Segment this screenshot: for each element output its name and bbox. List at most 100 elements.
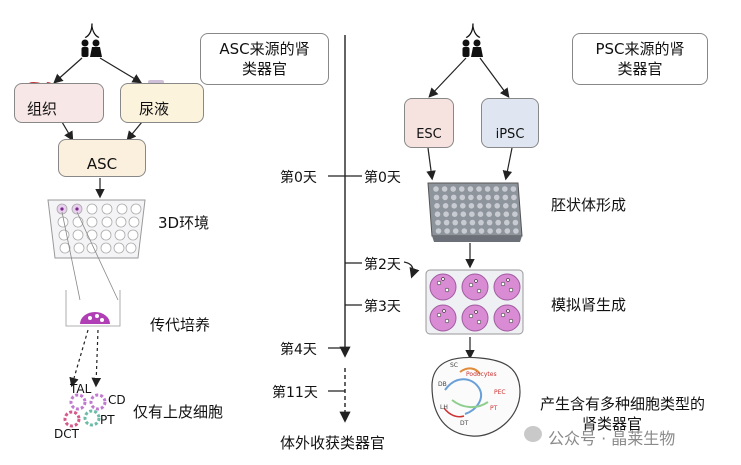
plate-well — [434, 211, 441, 217]
result-line1: 产生含有多种细胞类型的 — [540, 395, 706, 413]
plate-well — [486, 219, 493, 226]
psc-organoid-title: PSC来源的肾 类器官 — [595, 40, 685, 78]
plate-well — [435, 228, 442, 234]
epithelial-only-label: 仅有上皮细胞 — [133, 403, 224, 421]
urine-label: 尿液 — [139, 100, 170, 118]
plate-well — [502, 194, 509, 201]
timeline-right-day0: 第0天 — [364, 170, 401, 186]
organoid-label-podocytes: Podocytes — [466, 371, 497, 378]
plate-well — [467, 186, 474, 192]
organoid-label-sc: SC — [450, 362, 458, 369]
plate-well — [469, 211, 475, 217]
plate-well — [493, 186, 500, 192]
plate-well — [460, 211, 467, 217]
asc-box: ASC — [58, 139, 146, 177]
plate-well — [433, 186, 439, 192]
plate-well — [468, 194, 474, 201]
plate-well — [450, 194, 457, 201]
people-icon-left — [81, 39, 102, 57]
esc-box: ESC — [404, 98, 454, 148]
plate-well — [441, 186, 448, 192]
plate-well — [512, 219, 519, 226]
tissue-label: 组织 — [27, 100, 58, 118]
watermark: 公众号 · 晶莱生物 — [548, 429, 676, 448]
plate-well — [510, 186, 517, 192]
plate-well — [461, 228, 468, 234]
people-icon-right — [462, 39, 483, 57]
plate-well — [451, 211, 458, 217]
plate-well — [478, 228, 485, 234]
plate-well — [495, 228, 502, 234]
timeline-right-day2: 第2天 — [364, 257, 401, 273]
plate-well — [450, 186, 457, 192]
cell-label-dct: DCT — [54, 427, 79, 441]
plate-well — [443, 219, 450, 226]
plate-well — [494, 203, 501, 209]
timeline-left-day4: 第4天 — [280, 342, 317, 358]
well-plate-3d — [47, 199, 146, 259]
nephrogenesis-label: 模拟肾生成 — [551, 296, 627, 314]
plate-well — [468, 203, 475, 209]
plate-well — [502, 186, 508, 192]
plate-well — [477, 211, 484, 217]
plate-well — [503, 211, 510, 217]
plate-well — [434, 203, 440, 209]
asc-organoid-title-box: ASC来源的肾 类器官 — [200, 33, 329, 85]
harvest-label: 体外收获类器官 — [280, 434, 386, 452]
wechat-icon — [524, 426, 542, 442]
passage-label: 传代培养 — [150, 316, 211, 334]
plate-well — [444, 228, 450, 234]
plate-well — [512, 211, 518, 217]
plate-well — [478, 219, 484, 226]
cell-label-pt: PT — [100, 413, 115, 427]
plate-well — [511, 203, 518, 209]
plate-well — [470, 228, 476, 234]
plate-well — [435, 219, 441, 226]
timeline-left-day0: 第0天 — [280, 170, 317, 186]
kidney-organoid-sketch — [431, 356, 521, 437]
plate-well — [511, 194, 517, 201]
timeline-left-day11: 第11天 — [272, 385, 318, 401]
psc-organoid-title-box: PSC来源的肾 类器官 — [572, 33, 708, 85]
plate-well — [495, 219, 502, 226]
plate-well — [451, 203, 458, 209]
right-source-label: 人 — [465, 22, 482, 41]
plate-well — [476, 186, 482, 192]
plate-well — [477, 203, 483, 209]
plate-well — [485, 194, 491, 201]
plate-well — [459, 186, 465, 192]
tissue-box: 组织 — [14, 83, 104, 123]
result-line2: 肾类器官 — [582, 415, 643, 433]
plate-well — [452, 228, 459, 234]
plate-well — [484, 186, 491, 192]
plate-well — [504, 219, 510, 226]
plate-well — [494, 211, 501, 217]
multiwell-plate — [427, 182, 523, 242]
organoid-dome — [80, 312, 110, 324]
plate-well — [487, 228, 493, 234]
plate-well — [504, 228, 511, 234]
plate-well — [442, 203, 449, 209]
ipsc-box: iPSC — [481, 98, 539, 148]
left-source-label: 人 — [84, 22, 101, 41]
asc-organoid-title: ASC来源的肾 类器官 — [219, 40, 310, 78]
plate-well — [493, 194, 500, 201]
plate-well — [485, 203, 492, 209]
plate-well — [476, 194, 483, 201]
cell-label-cd: CD — [108, 393, 126, 407]
esc-label: ESC — [416, 127, 442, 142]
organoid-label-dt: DT — [460, 420, 469, 427]
plate-well — [469, 219, 476, 226]
plate-well — [459, 194, 466, 201]
plate-well — [513, 228, 519, 234]
cell-label-tal: TAL — [70, 382, 92, 396]
six-well-plate — [425, 269, 524, 335]
plate-well — [433, 194, 440, 201]
eb-formation-label: 胚状体形成 — [551, 196, 627, 214]
plate-well — [503, 203, 509, 209]
timeline-right-day3: 第3天 — [364, 299, 401, 315]
epithelial-cells — [63, 393, 107, 428]
plate-well — [461, 219, 467, 226]
plate-well — [486, 211, 492, 217]
plate-well — [460, 203, 466, 209]
